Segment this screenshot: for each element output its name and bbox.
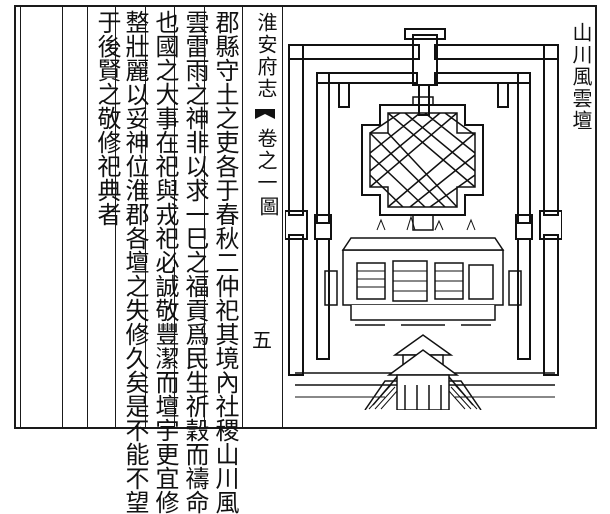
section-label: 圖 bbox=[256, 196, 280, 218]
frame-bottom-line bbox=[14, 427, 597, 429]
frame-inner-left-line bbox=[20, 5, 21, 429]
altar-plan-illustration bbox=[285, 28, 562, 410]
column-rule bbox=[204, 6, 205, 428]
illustration-caption: 山川風雲壇 bbox=[569, 22, 593, 132]
volume-label: 卷之一 bbox=[254, 128, 278, 194]
text-column-5: 于後賢之敬修祀典者 bbox=[93, 10, 121, 226]
fishtail-mark-icon bbox=[255, 109, 275, 119]
gazetteer-title: 淮安府志 bbox=[254, 12, 278, 100]
column-rule bbox=[145, 6, 146, 428]
frame-left-line bbox=[14, 5, 16, 429]
text-column-4: 整壯麗以妥神位淮郡各壇之失修久矣是不能不望 bbox=[121, 10, 149, 514]
center-fold-left-line bbox=[242, 6, 243, 428]
column-rule bbox=[174, 6, 175, 428]
column-rule bbox=[62, 6, 63, 428]
frame-top-line bbox=[14, 5, 597, 7]
frame-right-line bbox=[595, 5, 597, 429]
center-fold-right-line bbox=[282, 6, 283, 428]
page-number: 五 bbox=[252, 328, 272, 352]
text-column-2: 雲雷雨之神非以求一巳之福貢爲民生祈穀而禱命 bbox=[181, 10, 209, 514]
text-column-3: 也國之大事在祀與戎祀必誠敬豐潔而壇宇更宜修 bbox=[151, 10, 179, 514]
gazetteer-page: 郡縣守土之吏各于春秋二仲祀其境內社稷山川風 雲雷雨之神非以求一巳之福貢爲民生祈穀… bbox=[14, 5, 597, 514]
column-rule bbox=[87, 6, 88, 428]
text-column-1: 郡縣守土之吏各于春秋二仲祀其境內社稷山川風 bbox=[211, 10, 239, 514]
column-rule bbox=[115, 6, 116, 428]
